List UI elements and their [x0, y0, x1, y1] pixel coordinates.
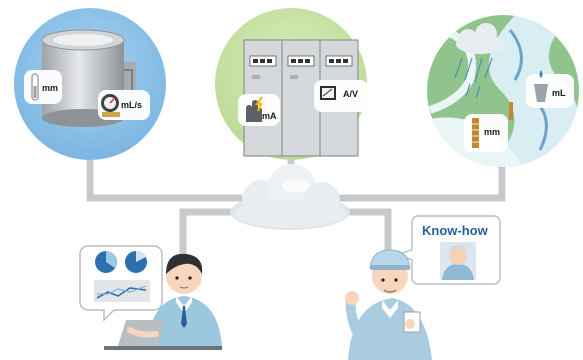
office-worker-figure [148, 253, 222, 346]
rain-unit-label: mm [484, 127, 500, 137]
tank-circle: mm mL/s [14, 8, 166, 160]
laptop-icon [104, 320, 222, 350]
electrical-panel-circle: mA A/V [215, 8, 368, 160]
river-circle: mm mL [427, 15, 579, 167]
clipboard-icon [403, 311, 421, 333]
analysis-chart-bubble [79, 245, 163, 322]
volume-unit-label: mL [552, 88, 566, 98]
pie-chart-icon [95, 250, 147, 273]
cloud-network-icon [230, 164, 350, 230]
connector-right [336, 154, 506, 202]
pressure-gauge-icon: mL/s [98, 90, 150, 120]
raised-fist-icon [345, 291, 361, 335]
depth-staff-icon [509, 102, 513, 120]
knowhow-title: Know-how [422, 223, 489, 238]
meter-unit-label: A/V [343, 89, 358, 99]
connector-to-office [179, 208, 256, 262]
level-unit-label: mm [42, 83, 58, 93]
voltmeter-icon: A/V [314, 80, 368, 112]
field-worker-figure [345, 249, 432, 360]
knowhow-callout: Know-how [395, 215, 501, 285]
water-sampler-icon: mL [526, 70, 574, 108]
thermometer-icon: mm [24, 70, 62, 104]
connector-left [86, 154, 244, 202]
line-chart-icon [94, 280, 150, 302]
current-unit-label: mA [262, 111, 277, 121]
flow-unit-label: mL/s [121, 100, 142, 110]
hand-icon: mA [238, 94, 280, 126]
rain-gauge-icon: mm [464, 114, 508, 152]
rain-cloud-icon [454, 23, 504, 99]
senior-expert-avatar [440, 242, 476, 280]
